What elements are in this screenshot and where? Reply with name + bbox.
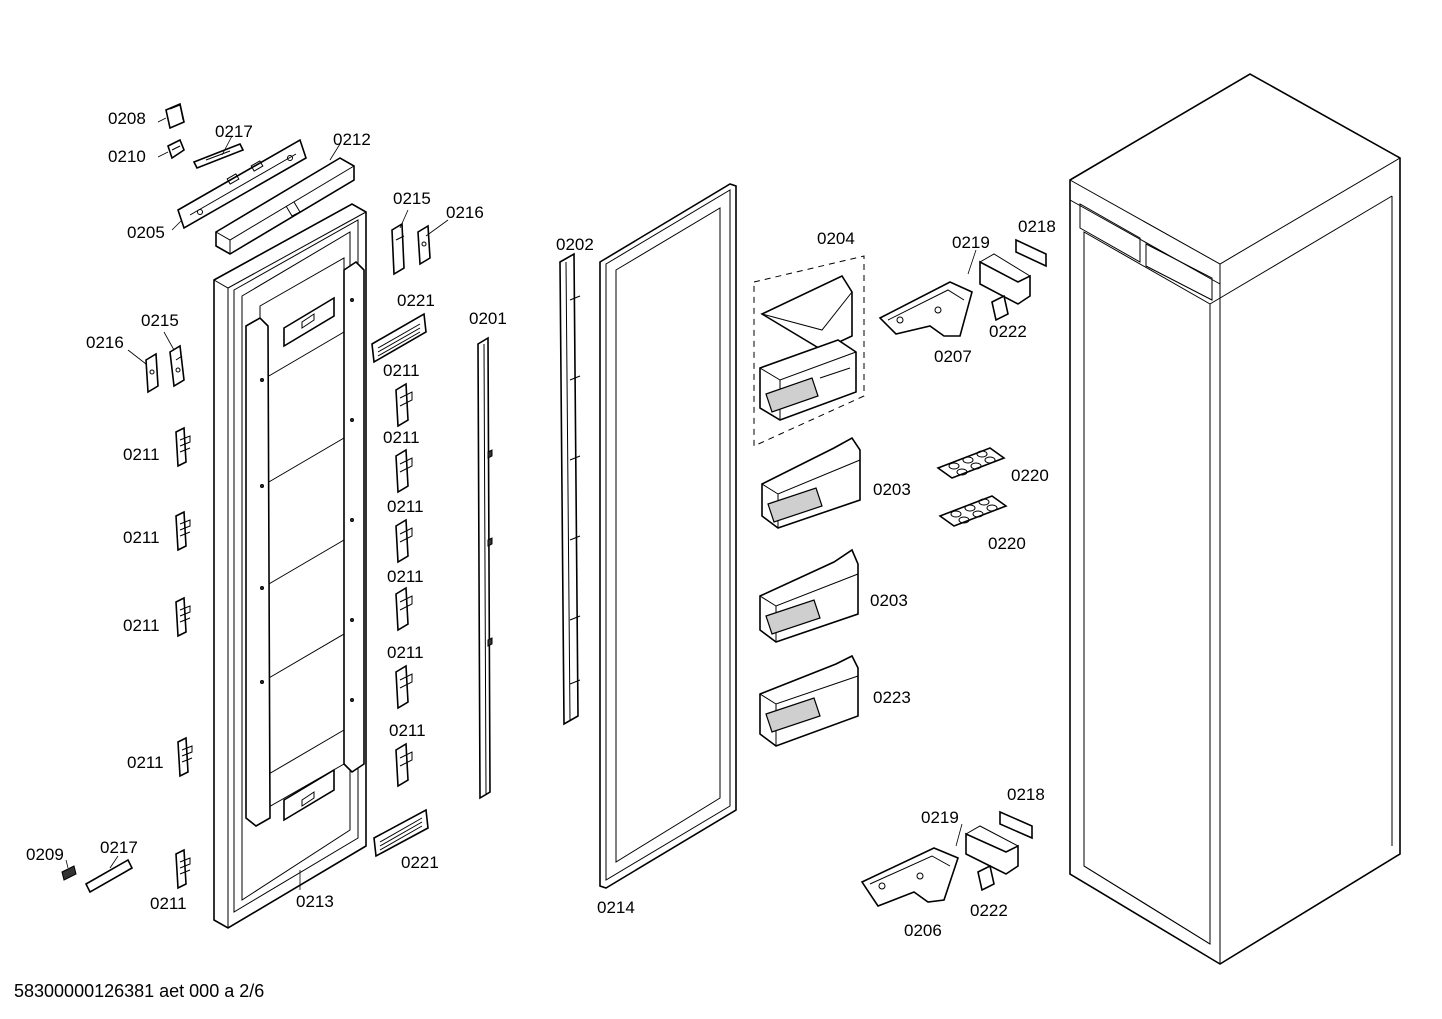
label-0211-r1: 0211 <box>383 361 420 380</box>
part-0221-vent-bottom <box>373 808 429 858</box>
part-0203-bin-bottom <box>759 548 859 643</box>
part-0212-top-cover <box>215 157 355 255</box>
part-0222-clip-bottom <box>977 864 995 892</box>
part-0201-rail <box>477 336 493 800</box>
brackets-0211-left <box>175 426 193 890</box>
part-0208-clip <box>165 102 185 130</box>
label-0221-top: 0221 <box>397 291 435 310</box>
label-0216-left: 0216 <box>86 333 124 352</box>
label-0211-r3: 0211 <box>387 497 424 516</box>
label-0218-bottom: 0218 <box>1007 785 1045 804</box>
part-0220-egg-tray-bottom <box>938 495 1008 527</box>
part-0219-plate-top <box>979 253 1031 305</box>
part-0206-hinge-bottom <box>860 847 959 907</box>
part-0218-bracket-bottom <box>999 810 1033 840</box>
label-0202: 0202 <box>556 235 594 254</box>
part-0213-door <box>213 203 367 929</box>
label-0217-top: 0217 <box>215 122 253 141</box>
label-0222-top: 0222 <box>989 322 1027 341</box>
label-0206: 0206 <box>904 921 942 940</box>
part-0204-assembly <box>753 255 865 447</box>
part-0203-bin-top <box>761 436 861 529</box>
label-0211-l3: 0211 <box>123 616 160 635</box>
part-0223-bin <box>759 654 859 747</box>
part-0207-hinge-top <box>878 281 973 337</box>
drawing-reference: 58300000126381 aet 000 a 2/6 <box>14 981 264 1001</box>
label-0203-bottom: 0203 <box>870 591 908 610</box>
label-0212: 0212 <box>333 130 371 149</box>
label-0220-bottom: 0220 <box>988 534 1026 553</box>
part-0217-strip-bottom <box>84 858 134 894</box>
label-0213: 0213 <box>296 892 334 911</box>
label-0211-r6: 0211 <box>389 721 426 740</box>
cabinet-housing <box>1069 73 1401 965</box>
label-0215-left: 0215 <box>141 311 179 330</box>
part-0202-rail <box>559 252 581 726</box>
part-labels: 0208 0217 0210 0212 0205 0215 0216 0215 … <box>26 109 1056 940</box>
part-0217-strip-top <box>192 142 245 170</box>
part-0214-gasket <box>599 183 737 889</box>
label-0220-top: 0220 <box>1011 466 1049 485</box>
label-0204: 0204 <box>817 229 855 248</box>
label-0211-r5: 0211 <box>387 643 424 662</box>
label-0218-top: 0218 <box>1018 217 1056 236</box>
label-0219-bottom: 0219 <box>921 808 959 827</box>
label-0211-l4: 0211 <box>127 753 164 772</box>
label-0209: 0209 <box>26 845 64 864</box>
label-0211-l5: 0211 <box>150 894 187 913</box>
label-0207: 0207 <box>934 347 972 366</box>
label-0211-r4: 0211 <box>387 567 424 586</box>
label-0214: 0214 <box>597 898 635 917</box>
part-0222-clip-top <box>991 294 1009 322</box>
part-0205-hinge-plate <box>177 138 307 230</box>
part-0216-clip-right <box>417 224 431 266</box>
label-0216-right: 0216 <box>446 203 484 222</box>
part-0209-clip <box>61 865 77 881</box>
part-0216-clip-left <box>145 352 159 394</box>
label-0201: 0201 <box>469 309 507 328</box>
label-0208: 0208 <box>108 109 146 128</box>
label-0211-l1: 0211 <box>123 445 160 464</box>
part-0221-vent-top <box>371 312 427 364</box>
label-0203-top: 0203 <box>873 480 911 499</box>
label-0215-right: 0215 <box>393 189 431 208</box>
label-0221-bottom: 0221 <box>401 853 439 872</box>
label-0211-l2: 0211 <box>123 528 160 547</box>
label-0217-bottom: 0217 <box>100 838 138 857</box>
part-0220-egg-tray-top <box>936 447 1006 479</box>
label-0219-top: 0219 <box>952 233 990 252</box>
label-0222-bottom: 0222 <box>970 901 1008 920</box>
label-0223: 0223 <box>873 688 911 707</box>
part-0215-clip-right <box>391 222 405 276</box>
label-0210: 0210 <box>108 147 146 166</box>
part-0219-plate-bottom <box>965 825 1019 875</box>
part-0210-holder <box>167 138 185 160</box>
part-0215-clip-left <box>169 344 185 388</box>
brackets-0211-right <box>395 382 413 788</box>
label-0211-r2: 0211 <box>383 428 420 447</box>
part-0218-bracket-top <box>1015 238 1047 268</box>
label-0205: 0205 <box>127 223 165 242</box>
